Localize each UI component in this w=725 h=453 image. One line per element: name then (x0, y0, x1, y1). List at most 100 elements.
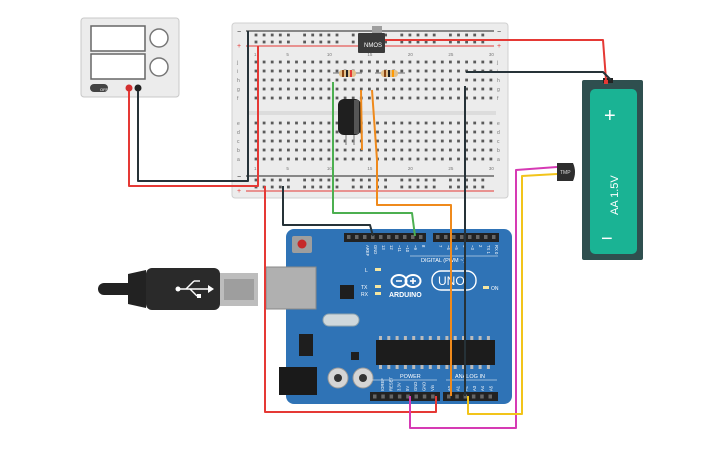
row-letter: h (497, 78, 500, 84)
power-pin-label: Vin (430, 384, 435, 391)
wire-green-pin9 (332, 82, 416, 237)
digital-pin-label: 8 (421, 245, 426, 248)
wire-magenta-5v (409, 166, 558, 429)
voltage-knob[interactable] (149, 28, 169, 48)
reset-button[interactable] (297, 239, 307, 249)
electrolytic-capacitor[interactable] (338, 99, 361, 145)
nmos-transistor[interactable]: NMOS (358, 26, 385, 53)
usb-cable (98, 268, 258, 310)
analog-pin-label: A2 (464, 385, 469, 391)
resistor-1[interactable] (333, 70, 362, 77)
power-pin-label: GND (422, 382, 427, 391)
column-number: 20 (408, 166, 414, 171)
power-pin-label: RESET (388, 377, 393, 391)
row-letter: d (497, 130, 500, 136)
column-number: 25 (448, 166, 454, 171)
row-letter: h (237, 78, 240, 84)
digital-pin-label: ~6 (446, 245, 451, 250)
digital-pin-label: ~11 (397, 245, 402, 252)
wires[interactable] (128, 31, 612, 429)
row-letter: a (237, 157, 240, 163)
digital-pin-label: GND (373, 245, 378, 254)
digital-pin-label: ~5 (454, 245, 459, 250)
digital-pin-label: 2 (478, 245, 483, 248)
wire-yellow-a2 (467, 173, 558, 415)
analog-pin-label: A3 (472, 385, 477, 391)
resistor-2[interactable] (375, 70, 405, 77)
row-letter: c (497, 139, 500, 145)
row-letter: f (237, 96, 239, 102)
led-rx-label: RX (361, 292, 369, 298)
battery-plus-label: + (604, 105, 616, 127)
analog-pin-label: A5 (489, 385, 494, 391)
power-jack (279, 367, 317, 395)
usb-port (265, 266, 317, 310)
column-number: 20 (408, 52, 414, 57)
led-l-label: L (365, 268, 368, 274)
battery-minus-label: − (601, 228, 613, 250)
rail-labels: + − + − + − (237, 29, 501, 195)
crystal (322, 313, 360, 327)
row-letter: e (497, 121, 500, 127)
usb-icon (175, 280, 214, 298)
row-letter: g (497, 87, 500, 93)
positive-terminal[interactable] (125, 84, 133, 92)
wire-black-battery (466, 71, 612, 81)
rail-minus-label-right: − (497, 29, 501, 36)
row-letter: a (497, 157, 500, 163)
analog-label: ANALOG IN (455, 374, 485, 380)
battery-aa[interactable]: + − AA 1.5V (582, 78, 643, 260)
power-header[interactable] (370, 392, 440, 401)
column-number: 30 (489, 166, 495, 171)
atmega-chip (376, 340, 495, 365)
row-letter: g (237, 87, 240, 93)
wire-red-supply (128, 46, 259, 187)
power-pin-label: 5V (405, 386, 410, 391)
power-pin-label: GND (413, 382, 418, 391)
led-tx (375, 285, 381, 288)
analog-header[interactable] (443, 392, 498, 401)
negative-terminal[interactable] (134, 84, 142, 92)
column-number: 5 (286, 166, 289, 171)
row-letter: j (236, 60, 238, 66)
row-letter: b (497, 148, 500, 154)
digital-pin-label: TX 1 (486, 245, 491, 255)
row-letter: c (237, 139, 240, 145)
rail-plus-label-right: + (497, 43, 501, 50)
led-tx-label: TX (361, 285, 368, 291)
column-number: 10 (327, 166, 333, 171)
wire-red-mosfet-battery (385, 39, 607, 81)
on-label: ON (491, 286, 499, 292)
column-number: 1 (254, 166, 257, 171)
analog-pin-label: A1 (455, 385, 460, 391)
power-pin-label: 3.3V (397, 382, 402, 391)
power-label: POWER (400, 374, 421, 380)
digital-pin-label: 12 (389, 245, 394, 250)
power-switch[interactable] (90, 84, 108, 92)
digital-header-1[interactable] (344, 233, 426, 242)
wire-black-supply (137, 31, 249, 182)
current-knob[interactable] (149, 57, 169, 77)
digital-pin-label: RX 0 (494, 245, 499, 255)
column-number: 10 (327, 52, 333, 57)
analog-pin-label: A0 (447, 385, 452, 391)
power-supply[interactable]: OFF (80, 17, 180, 98)
wire-red-vin (264, 186, 437, 413)
switch-label: OFF (100, 87, 109, 92)
rail-plus-label-bottom: + (237, 188, 241, 195)
digital-pin-label: 13 (381, 245, 386, 250)
rail-plus-label: + (237, 43, 241, 50)
breadboard-holes[interactable] (254, 33, 493, 189)
row-letter: d (237, 130, 240, 136)
digital-pin-label: AREF (365, 245, 370, 257)
tmp-sensor[interactable]: TMP (557, 163, 575, 181)
mosfet-label: NMOS (364, 43, 382, 49)
column-number: 5 (286, 52, 289, 57)
led-rx (375, 292, 381, 295)
analog-pin-label: A4 (480, 385, 485, 391)
